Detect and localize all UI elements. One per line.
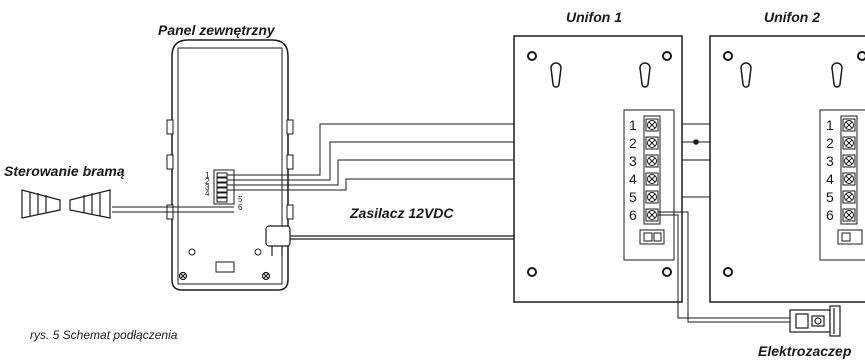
u2-terminal-2: 2: [826, 135, 834, 151]
unifon-1-terminals: 1 2 3 4 5 6: [629, 117, 665, 245]
unifon-1: [513, 35, 683, 303]
panel-pin-5: 5: [238, 195, 243, 204]
panel-pin-6: 6: [238, 203, 243, 212]
outdoor-panel-label: Panel zewnętrzny: [158, 22, 276, 38]
gate-icon: [21, 189, 111, 219]
u2-terminal-3: 3: [826, 153, 834, 169]
u1-terminal-2: 2: [629, 135, 637, 151]
panel-pin-2: 2: [205, 177, 210, 186]
outdoor-panel: 1 2 3 4 5 6: [166, 39, 294, 291]
u1-terminal-6: 6: [629, 207, 637, 223]
u2-terminal-5: 5: [826, 189, 834, 205]
panel-pin-1: 1: [205, 171, 210, 180]
unifon-2: [709, 35, 865, 303]
figure-caption: rys. 5 Schemat podłączenia: [30, 328, 178, 342]
panel-pin-4: 4: [205, 189, 210, 198]
door-strike-wires: [658, 211, 790, 323]
junction-dot: [693, 139, 699, 145]
u2-terminal-1: 1: [826, 117, 834, 133]
unifon-2-label: Unifon 2: [764, 9, 820, 25]
u2-terminal-6: 6: [826, 207, 834, 223]
gate-control-label: Sterowanie bramą: [4, 163, 125, 179]
u2-terminal-4: 4: [826, 171, 834, 187]
unifon-1-label: Unifon 1: [566, 9, 622, 25]
u1-terminal-4: 4: [629, 171, 637, 187]
panel-pin-3: 3: [205, 183, 210, 192]
unifon-2-terminals: 1 2 3 4 5 6: [826, 117, 863, 245]
u1-terminal-1: 1: [629, 117, 637, 133]
u1-terminal-5: 5: [629, 189, 637, 205]
door-strike-icon: [789, 305, 841, 337]
door-strike-label: Elektrozaczep: [758, 343, 852, 359]
u1-terminal-3: 3: [629, 153, 637, 169]
power-supply-label: Zasilacz 12VDC: [349, 205, 454, 221]
